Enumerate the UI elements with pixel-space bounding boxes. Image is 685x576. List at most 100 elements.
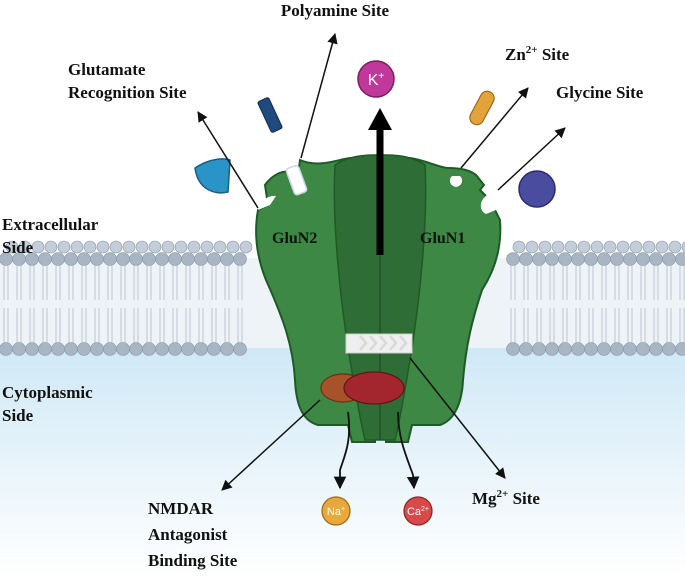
lipid-tail xyxy=(679,308,685,343)
ion-flow-arrowhead xyxy=(368,108,392,130)
sodium-ion-label: Na+ xyxy=(327,506,345,518)
lipid-tail xyxy=(679,265,685,300)
lipid-head xyxy=(558,252,572,266)
lipid-tail xyxy=(523,265,529,300)
glutamate-notch xyxy=(258,195,276,210)
lipid-tail xyxy=(211,265,217,300)
lipid-head xyxy=(77,252,91,266)
lipid-head xyxy=(545,252,559,266)
lipid-tail xyxy=(211,308,217,343)
lipid-tail xyxy=(536,308,542,343)
lipid-head xyxy=(662,342,676,356)
lipid-tail xyxy=(133,308,139,343)
lipid-head xyxy=(220,252,234,266)
lipid-head xyxy=(181,252,195,266)
lipid-tail xyxy=(16,308,22,343)
potassium-ion-label: K+ xyxy=(368,71,385,89)
lipid-tail xyxy=(614,308,620,343)
glutamate-label-line1: Glutamate xyxy=(68,60,146,79)
glycine-notch xyxy=(480,195,496,214)
lipid-head xyxy=(83,240,97,254)
lipid-tail xyxy=(146,265,152,300)
lipid-head xyxy=(616,240,630,254)
lipid-head xyxy=(77,342,91,356)
lipid-head xyxy=(532,252,546,266)
lipid-head xyxy=(129,252,143,266)
lipid-tails-bottom xyxy=(3,308,685,343)
lipid-head xyxy=(31,240,45,254)
lipid-head xyxy=(200,240,214,254)
potassium-ion: K+ xyxy=(357,60,395,98)
lipid-tail xyxy=(185,308,191,343)
lipid-head xyxy=(96,240,110,254)
lipid-tail xyxy=(588,308,594,343)
lipid-heads-top-back xyxy=(5,240,685,254)
lipid-head xyxy=(538,240,552,254)
lipid-tail xyxy=(55,308,61,343)
glun1-label: GluN1 xyxy=(420,230,465,247)
lipid-head xyxy=(174,240,188,254)
calcium-ion-label: Ca2+ xyxy=(407,506,429,518)
glycine-ligand xyxy=(518,170,556,208)
lipid-heads-top xyxy=(0,252,685,266)
lipid-tail xyxy=(29,308,35,343)
extracellular-label-line2: Side xyxy=(2,238,34,257)
glycine-pointer xyxy=(497,127,566,191)
lipid-head xyxy=(584,252,598,266)
lipid-tail xyxy=(29,265,35,300)
lipid-tail xyxy=(601,265,607,300)
lipid-head xyxy=(597,342,611,356)
lipid-tail xyxy=(536,265,542,300)
lipid-head xyxy=(187,240,201,254)
lipid-head xyxy=(239,240,253,254)
lipid-head xyxy=(545,342,559,356)
lipid-tail xyxy=(120,265,126,300)
lipid-head xyxy=(675,252,685,266)
lipid-tail xyxy=(666,308,672,343)
lipid-head xyxy=(649,252,663,266)
lipid-tail xyxy=(42,308,48,343)
lipid-head xyxy=(142,252,156,266)
lipid-head xyxy=(148,240,162,254)
lipid-head xyxy=(64,252,78,266)
polyamine-ligand xyxy=(257,97,283,133)
lipid-tail xyxy=(3,265,9,300)
lipid-tail xyxy=(575,308,581,343)
mg-block xyxy=(345,333,413,354)
lipid-head xyxy=(90,342,104,356)
lipid-head xyxy=(109,240,123,254)
lipid-tail xyxy=(133,265,139,300)
lipid-tail xyxy=(510,308,516,343)
lipid-head xyxy=(25,342,39,356)
sodium-flow-arrow xyxy=(333,411,351,490)
lipid-tail xyxy=(224,265,230,300)
lipid-head xyxy=(512,240,526,254)
lipid-tail xyxy=(653,265,659,300)
lipid-head xyxy=(506,342,520,356)
lipid-head xyxy=(597,252,611,266)
lipid-head xyxy=(571,252,585,266)
lipid-head xyxy=(51,252,65,266)
antagonist-pointer xyxy=(221,399,321,491)
lipid-head xyxy=(12,342,26,356)
zinc-notch xyxy=(449,176,463,187)
lipid-tail xyxy=(575,265,581,300)
lipid-tail xyxy=(185,265,191,300)
polyamine-label: Polyamine Site xyxy=(281,1,390,20)
lipid-tail xyxy=(159,265,165,300)
lipid-head xyxy=(629,240,643,254)
nmda-receptor xyxy=(255,108,502,443)
polyamine-slot xyxy=(285,164,308,196)
lipid-head xyxy=(233,342,247,356)
lipid-head xyxy=(0,342,13,356)
mg-label: Mg2+ Site xyxy=(472,488,540,508)
lipid-head xyxy=(577,240,591,254)
lipid-head xyxy=(194,342,208,356)
lipid-tail xyxy=(653,308,659,343)
lipid-head xyxy=(584,342,598,356)
lipid-head xyxy=(129,342,143,356)
lipid-tail xyxy=(146,308,152,343)
lipid-head xyxy=(525,240,539,254)
glutamate-ligand xyxy=(194,158,231,194)
